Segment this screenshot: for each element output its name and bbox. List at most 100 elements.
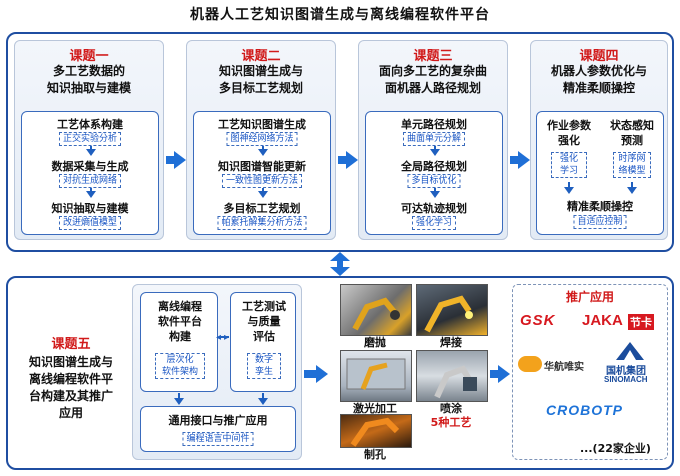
platform-build-line3: 构建 — [169, 330, 191, 343]
sinomach-en-logo: SINOMACH — [604, 375, 648, 384]
jaka-logo: JAKA — [582, 312, 623, 329]
state-perception-method: 时序网 络模型 — [613, 152, 651, 178]
topic-1-item-2: 数据采集与生成 — [51, 160, 129, 173]
right-arrow-icon — [518, 151, 530, 169]
topic-1-panel: 工艺体系构建 正交实验分析 数据采集与生成 对抗生成网络 知识抽取与建模 改进熵… — [21, 111, 159, 235]
promotion-title: 推广应用 — [565, 290, 614, 304]
drilling-photo — [340, 414, 412, 448]
topic-3-label: 课题三 — [413, 49, 453, 64]
topic-3-column: 课题三 面向多工艺的复杂曲 面机器人路径规划 单元路径规划 曲面单元分解 全局路… — [358, 40, 508, 240]
drilling-label: 制孔 — [364, 448, 386, 461]
interface-label: 通用接口与推广应用 — [168, 414, 268, 427]
topic-3-item-3-method: 强化学习 — [411, 216, 457, 230]
platform-frame — [6, 276, 674, 470]
right-arrow-icon — [346, 151, 358, 169]
topic-3-heading-line1: 面向多工艺的复杂曲 — [378, 64, 487, 78]
quality-eval-method: 数字 孪生 — [247, 353, 281, 379]
platform-build-line1: 离线编程 — [158, 300, 202, 313]
welding-label: 焊接 — [440, 336, 462, 349]
down-arrow-icon — [174, 398, 184, 405]
quality-eval-line2: 与质量 — [247, 315, 281, 328]
topic-3-item-2-method: 多目标优化 — [407, 174, 461, 188]
spraying-label: 喷涂 — [440, 402, 462, 415]
topic-4-panel: 作业参数 强化 强化 学习 状态感知 预测 时序网 络模型 精准柔顺操控 自适应… — [536, 111, 664, 235]
polishing-photo — [340, 284, 412, 336]
jieka-logo: 节卡 — [628, 314, 654, 330]
topic-5-heading-line2: 离线编程软件平 — [28, 372, 113, 386]
platform-build-method: 层次化 软件架构 — [155, 353, 205, 379]
topic-2-column: 课题二 知识图谱生成与 多目标工艺规划 工艺知识图谱生成 图神经网络方法 知识图… — [186, 40, 336, 240]
quality-eval-line1: 工艺测试 — [242, 300, 286, 313]
right-arrow-icon — [316, 365, 328, 383]
enterprise-count: ...(22家企业) — [580, 442, 651, 455]
topic-3-item-1-method: 曲面单元分解 — [402, 132, 466, 146]
down-arrow-icon — [564, 187, 574, 194]
promotion-panel — [512, 284, 668, 460]
topic-3-item-3: 可达轨迹规划 — [401, 202, 467, 215]
down-arrow-icon — [86, 191, 96, 198]
bidirectional-arrow-icon — [328, 252, 352, 276]
topic-4-heading-line2: 精准柔顺操控 — [562, 81, 635, 95]
page-title: 机器人工艺知识图谱生成与离线编程软件平台 — [190, 7, 490, 23]
compliance-control-method: 自适应控制 — [573, 215, 627, 229]
double-arrow-icon: ▸ — [224, 332, 230, 343]
topic-5-label: 课题五 — [51, 337, 91, 352]
topic-3-item-2: 全局路径规划 — [401, 160, 467, 173]
huahang-logo-icon — [518, 356, 542, 372]
topic-2-panel: 工艺知识图谱生成 图神经网络方法 知识图谱智能更新 一致性图更新方法 多目标工艺… — [193, 111, 331, 235]
topic-1-label: 课题一 — [69, 49, 109, 64]
topic-1-item-1-method: 正交实验分析 — [58, 132, 122, 146]
topic-2-item-2-method: 一致性图更新方法 — [221, 174, 303, 188]
down-arrow-icon — [258, 191, 268, 198]
topic-1-item-3: 知识抽取与建模 — [51, 202, 129, 215]
polishing-label: 磨抛 — [364, 336, 386, 349]
topic-5-heading-line1: 知识图谱生成与 — [28, 355, 113, 369]
topic-5-heading-line3: 台构建及其推广 — [28, 389, 113, 403]
quality-eval-method-line2: 孪生 — [254, 367, 273, 377]
crobotp-logo: CROBOTP — [546, 402, 623, 418]
quality-eval-line3: 评估 — [253, 330, 275, 343]
param-optimization-line2: 强化 — [558, 134, 580, 147]
state-perception-line2: 预测 — [621, 134, 643, 147]
state-perception-method-line2: 络模型 — [618, 166, 646, 176]
laser-processing-photo — [340, 350, 412, 402]
down-arrow-icon — [258, 398, 268, 405]
topic-2-item-1: 工艺知识图谱生成 — [218, 118, 306, 131]
topic-1-heading-line1: 多工艺数据的 — [52, 64, 125, 78]
sinomach-cn-logo: 国机集团 — [606, 366, 646, 377]
param-optimization-method-line2: 学习 — [559, 166, 578, 176]
down-arrow-icon — [430, 191, 440, 198]
spraying-photo — [416, 350, 488, 402]
down-arrow-icon — [430, 149, 440, 156]
right-arrow-icon — [498, 365, 510, 383]
topic-2-heading-line1: 知识图谱生成与 — [218, 64, 303, 78]
platform-build-line2: 软件平台 — [158, 315, 202, 328]
state-perception-method-line1: 时序网 — [618, 154, 646, 164]
state-perception-label: 状态感知 预测 — [601, 118, 663, 148]
down-arrow-icon — [86, 149, 96, 156]
param-optimization-label: 作业参数 强化 — [539, 118, 599, 148]
param-optimization-method-line1: 强化 — [559, 154, 578, 164]
compliance-control-label: 精准柔顺操控 — [567, 200, 633, 213]
laser-processing-label: 激光加工 — [353, 402, 397, 415]
topic-3-panel: 单元路径规划 曲面单元分解 全局路径规划 多目标优化 可达轨迹规划 强化学习 — [365, 111, 503, 235]
sinomach-logo-icon — [616, 340, 644, 360]
interface-method: 编程语言中间件 — [182, 432, 254, 446]
down-arrow-icon — [258, 149, 268, 156]
topic-1-heading-line2: 知识抽取与建模 — [46, 81, 131, 95]
topic-1-column: 课题一 多工艺数据的 知识抽取与建模 工艺体系构建 正交实验分析 数据采集与生成… — [14, 40, 164, 240]
welding-photo — [416, 284, 488, 336]
gsk-logo: GSK — [520, 312, 556, 329]
topic-1-item-3-method: 改进熵值模型 — [58, 216, 122, 230]
right-arrow-icon — [174, 151, 186, 169]
topic-5-block: 课题五 知识图谱生成与 离线编程软件平 台构建及其推广 应用 — [12, 336, 130, 436]
topic-4-label: 课题四 — [579, 49, 619, 64]
state-perception-line1: 状态感知 — [610, 119, 654, 132]
topic-2-label: 课题二 — [241, 49, 281, 64]
down-arrow-icon — [627, 187, 637, 194]
topic-3-heading-line2: 面机器人路径规划 — [384, 81, 481, 95]
double-arrow-icon: ◂ — [216, 332, 222, 343]
topic-4-heading-line1: 机器人参数优化与 — [550, 64, 647, 78]
process-summary: 5种工艺 — [430, 416, 472, 429]
platform-build-method-line2: 软件架构 — [161, 367, 198, 377]
